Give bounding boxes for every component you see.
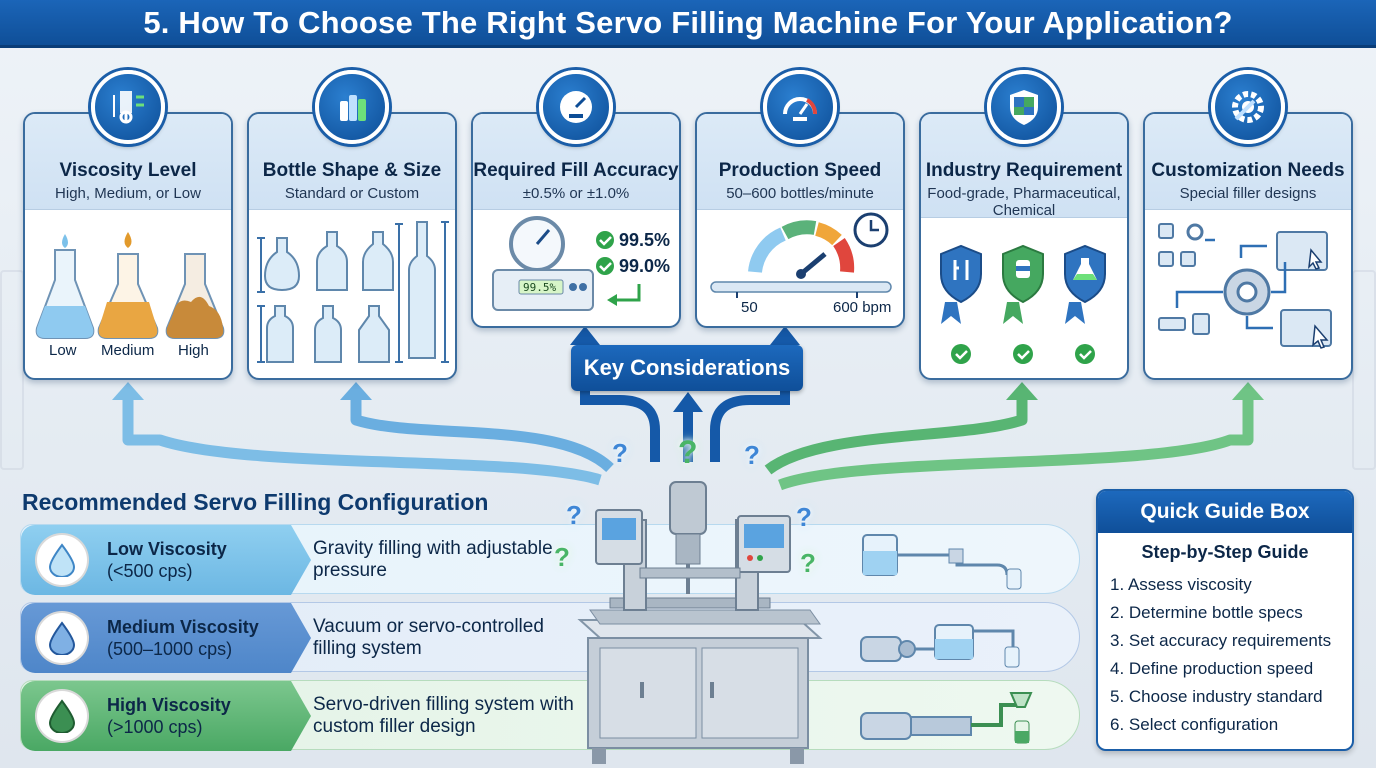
- card-title: Required Fill Accuracy: [473, 160, 679, 181]
- question-mark: ?: [612, 438, 628, 468]
- guide-step: 6. Select configuration: [1110, 715, 1279, 734]
- viscosity-illustration: Low Medium High: [25, 210, 231, 378]
- arrowhead-speed: [770, 326, 800, 345]
- arrow-to-viscosity: [122, 398, 602, 486]
- card-subtitle: ±0.5% or ±1.0%: [522, 185, 630, 202]
- card-production-speed: Production Speed 50–600 bottles/minute 5…: [695, 112, 905, 328]
- guide-step: 2. Determine bottle specs: [1110, 603, 1303, 622]
- arrow-to-bottle: [350, 398, 614, 473]
- background-machine-right: [1352, 270, 1376, 470]
- gear-wrench-icon: [1211, 70, 1285, 144]
- bottles-icon: [315, 70, 389, 144]
- question-mark: ?: [554, 542, 570, 572]
- rec-row-low: Low Viscosity (<500 cps) Gravity filling…: [20, 524, 1080, 595]
- card-industry-requirement: Industry Requirement Food-grade, Pharmac…: [919, 112, 1129, 380]
- guide-step: 5. Choose industry standard: [1110, 687, 1323, 706]
- arrowhead-viscosity: [112, 382, 144, 400]
- card-subtitle: Special filler designs: [1179, 185, 1317, 202]
- arrowhead-key: [673, 392, 703, 412]
- guide-step: 1. Assess viscosity: [1110, 575, 1252, 594]
- card-subtitle: High, Medium, or Low: [55, 185, 201, 202]
- accuracy-value-2: 99.0%: [619, 256, 671, 276]
- scale-illustration: 99.5% 99.5% 99.0%: [473, 210, 679, 326]
- label-low: Low: [49, 342, 77, 359]
- card-title: Production Speed: [718, 160, 882, 181]
- rec-desc: Vacuum or servo-controlled filling syste…: [313, 616, 544, 659]
- scale-display: 99.5%: [523, 281, 557, 294]
- card-bottle-shape: Bottle Shape & Size Standard or Custom: [247, 112, 457, 380]
- drop-icon: [35, 533, 89, 587]
- card-fill-accuracy: Required Fill Accuracy ±0.5% or ±1.0% 99…: [471, 112, 681, 328]
- rec-range: (>1000 cps): [107, 717, 203, 737]
- speedometer-icon: [763, 70, 837, 144]
- bottles-illustration: [249, 210, 455, 378]
- card-title: Industry Requirement: [925, 160, 1123, 181]
- rec-name: High Viscosity: [107, 695, 231, 715]
- rec-desc: Servo-driven filling system with custom …: [313, 694, 574, 737]
- rec-range: (<500 cps): [107, 561, 193, 581]
- servo-filling-machine-illustration: [577, 481, 823, 764]
- card-subtitle: Food-grade, Pharmaceutical, Chemical: [927, 185, 1121, 219]
- drop-icon: [35, 689, 89, 743]
- industry-shield-icon: [987, 70, 1061, 144]
- speed-min-label: 50: [741, 299, 758, 316]
- gravity-filling-illustration: [862, 534, 1022, 590]
- viscosity-flask-icon: [91, 70, 165, 144]
- rec-range: (500–1000 cps): [107, 639, 233, 659]
- arrowhead-bottle: [340, 382, 372, 400]
- quick-guide-box: Quick Guide Box Step-by-Step Guide 1. As…: [1096, 489, 1354, 751]
- rec-name: Medium Viscosity: [107, 617, 259, 637]
- speed-illustration: 50 600 bpm: [697, 210, 903, 326]
- question-mark: ?: [744, 440, 760, 470]
- speed-max-label: 600 bpm: [833, 299, 892, 316]
- page-title: 5. How To Choose The Right Servo Filling…: [0, 0, 1376, 48]
- industry-illustration: [921, 218, 1127, 378]
- card-subtitle: 50–600 bottles/minute: [726, 185, 874, 202]
- guide-step: 4. Define production speed: [1110, 659, 1314, 678]
- question-mark: ?: [796, 502, 812, 532]
- card-title: Viscosity Level: [59, 160, 197, 181]
- rec-name: Low Viscosity: [107, 539, 227, 559]
- quick-guide-subtitle: Step-by-Step Guide: [1141, 542, 1309, 562]
- key-considerations-label: Key Considerations: [571, 345, 803, 391]
- rec-row-high: High Viscosity (>1000 cps) Servo-driven …: [20, 680, 1080, 751]
- arrow-to-accuracy: [580, 345, 660, 462]
- question-mark: ?: [566, 500, 582, 530]
- quick-guide-title: Quick Guide Box: [1098, 491, 1352, 533]
- drop-icon: [35, 611, 89, 665]
- quick-guide-steps: 1. Assess viscosity 2. Determine bottle …: [1098, 571, 1352, 739]
- question-mark: ?: [800, 548, 816, 578]
- label-high: High: [178, 342, 209, 359]
- card-title: Bottle Shape & Size: [262, 160, 442, 181]
- arrow-to-industry: [764, 398, 1028, 475]
- arrowhead-accuracy: [570, 326, 600, 345]
- card-customization: Customization Needs Special filler desig…: [1143, 112, 1353, 380]
- vacuum-filling-illustration: [860, 624, 1020, 668]
- accuracy-value-1: 99.5%: [619, 230, 671, 250]
- recommended-title: Recommended Servo Filling Configuration: [22, 489, 489, 515]
- rec-row-medium: Medium Viscosity (500–1000 cps) Vacuum o…: [20, 602, 1080, 673]
- label-medium: Medium: [101, 342, 155, 359]
- card-subtitle: Standard or Custom: [284, 185, 420, 202]
- customization-illustration: [1145, 210, 1351, 378]
- gauge-icon: [539, 70, 613, 144]
- question-mark: ?: [678, 434, 698, 470]
- rec-desc: Gravity filling with adjustable pressure: [313, 538, 553, 581]
- arrow-to-speed: [710, 345, 790, 462]
- guide-step: 3. Set accuracy requirements: [1110, 631, 1332, 650]
- card-viscosity: Viscosity Level High, Medium, or Low Low…: [23, 112, 233, 380]
- arrowhead-industry: [1006, 382, 1038, 400]
- servo-filling-illustration: [860, 692, 1033, 744]
- arrow-to-custom: [778, 398, 1254, 491]
- arrowhead-custom: [1232, 382, 1264, 400]
- card-title: Customization Needs: [1151, 160, 1345, 181]
